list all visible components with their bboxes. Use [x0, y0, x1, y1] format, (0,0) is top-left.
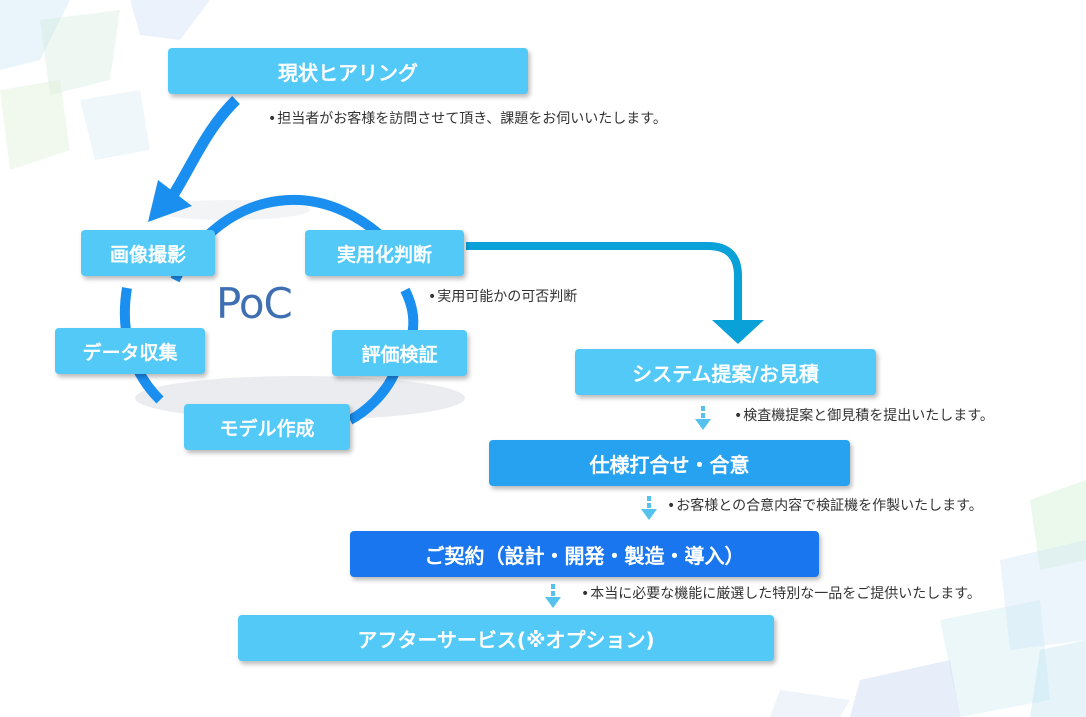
practical-to-proposal-arrow: [466, 242, 742, 322]
poc-label: PoC: [216, 279, 293, 328]
hearing-note: 担当者がお客様を訪問させて頂き、課題をお伺いいたします。: [268, 108, 667, 128]
flow-note-proposal: 検査機提案と御見積を提出いたします。: [734, 405, 994, 425]
flow-note-spec-agreement: お客様との合意内容で検証機を作製いたします。: [667, 495, 982, 515]
flow-step-proposal: システム提案/お見積: [575, 349, 876, 395]
poc-step-practical: 実用化判断: [305, 230, 464, 276]
flow-step-contract: ご契約（設計・開発・製造・導入）: [350, 531, 819, 577]
step-arrow-1: [695, 406, 711, 430]
flow-step-spec-agreement: 仕様打合せ・合意: [489, 440, 850, 486]
flow-step-after-service: アフターサービス(※オプション): [238, 615, 774, 661]
poc-step-modeling: モデル作成: [184, 404, 350, 450]
poc-step-practical-label: 実用化判断: [336, 243, 432, 266]
flow-step-spec-agreement-label: 仕様打合せ・合意: [589, 452, 750, 477]
poc-step-evaluation-label: 評価検証: [361, 343, 438, 366]
poc-step-modeling-label: モデル作成: [219, 417, 315, 440]
hearing-arrow-head: [148, 180, 192, 222]
poc-step-imaging: 画像撮影: [81, 230, 215, 276]
hearing-box: 現状ヒアリング: [168, 48, 528, 94]
flow-step-contract-label: ご契約（設計・開発・製造・導入）: [424, 543, 745, 568]
step-arrow-3: [545, 584, 561, 608]
step-arrow-2: [641, 496, 657, 520]
flow-note-contract: 本当に必要な機能に厳選した特別な一品をご提供いたします。: [581, 583, 981, 603]
practical-note: 実用可能かの可否判断: [428, 286, 577, 306]
poc-step-data-collection: データ収集: [55, 328, 205, 374]
proposal-arrow-head: [712, 320, 764, 344]
poc-step-data-collection-label: データ収集: [82, 341, 178, 364]
hearing-title: 現状ヒアリング: [278, 60, 418, 85]
poc-step-imaging-label: 画像撮影: [109, 243, 186, 266]
flow-step-proposal-label: システム提案/お見積: [632, 361, 819, 386]
hearing-to-poc-arrow: [165, 96, 240, 204]
poc-step-evaluation: 評価検証: [332, 330, 467, 376]
flow-step-after-service-label: アフターサービス(※オプション): [357, 627, 655, 652]
